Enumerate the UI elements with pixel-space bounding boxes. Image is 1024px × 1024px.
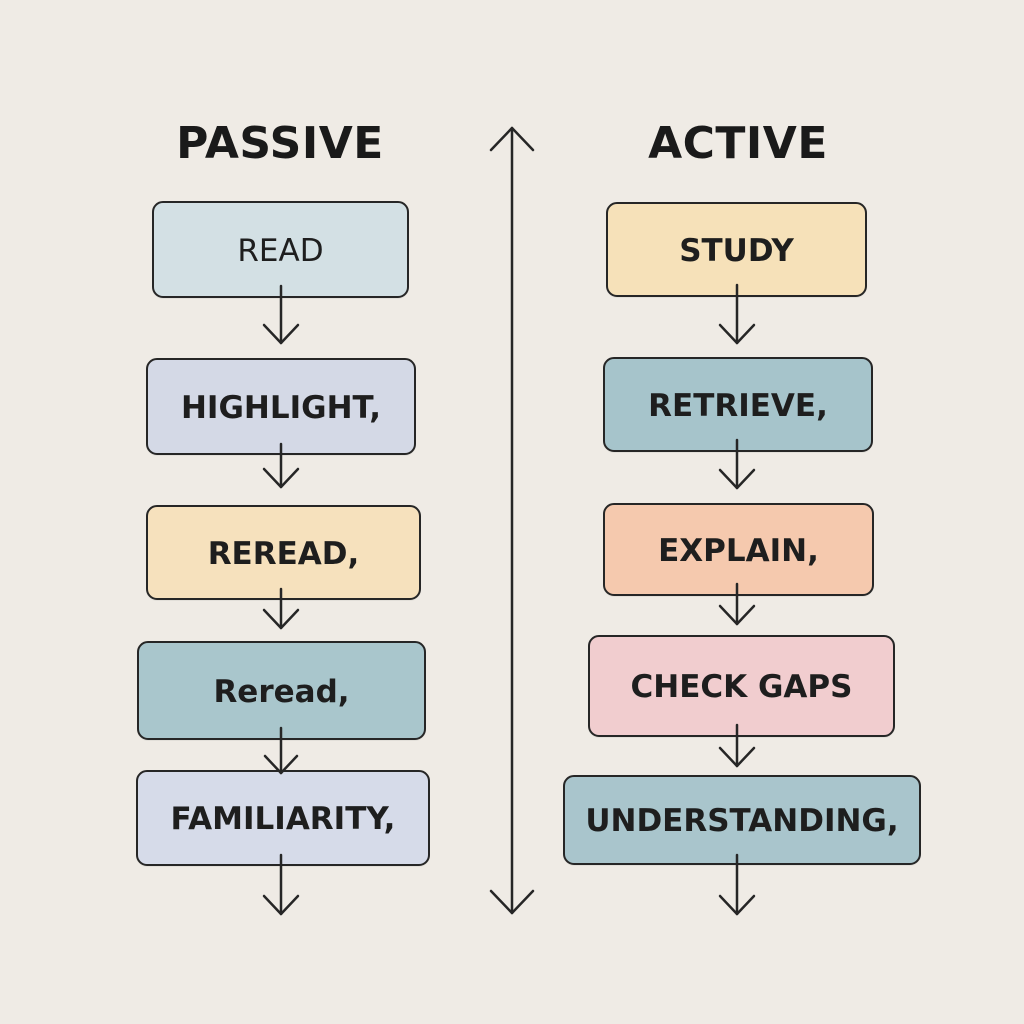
- step-label: FAMILIARITY,: [170, 801, 396, 837]
- step-label: Reread,: [213, 673, 350, 710]
- passive-step-reread-lower: Reread,: [137, 641, 426, 740]
- active-step-retrieve: RETRIEVE,: [603, 357, 873, 452]
- step-label: REREAD,: [207, 535, 360, 572]
- active-step-understanding: UNDERSTANDING,: [563, 775, 921, 865]
- step-label: STUDY: [679, 232, 794, 269]
- passive-step-familiarity: FAMILIARITY,: [136, 770, 430, 866]
- double-headed-arrow-icon: [489, 126, 535, 915]
- passive-step-read: READ: [152, 201, 409, 298]
- step-label: READ: [237, 232, 324, 269]
- step-label: CHECK GAPS: [630, 669, 853, 705]
- active-step-explain: EXPLAIN,: [603, 503, 874, 596]
- step-label: RETRIEVE,: [648, 387, 828, 424]
- passive-step-reread-upper: REREAD,: [146, 505, 421, 600]
- active-step-check-gaps: CHECK GAPS: [588, 635, 895, 737]
- passive-step-highlight: HIGHLIGHT,: [146, 358, 416, 455]
- step-label: EXPLAIN,: [658, 532, 819, 569]
- active-title: ACTIVE: [648, 118, 828, 169]
- passive-title: PASSIVE: [176, 118, 384, 169]
- step-label: UNDERSTANDING,: [585, 803, 899, 839]
- active-step-study: STUDY: [606, 202, 867, 297]
- step-label: HIGHLIGHT,: [180, 389, 382, 426]
